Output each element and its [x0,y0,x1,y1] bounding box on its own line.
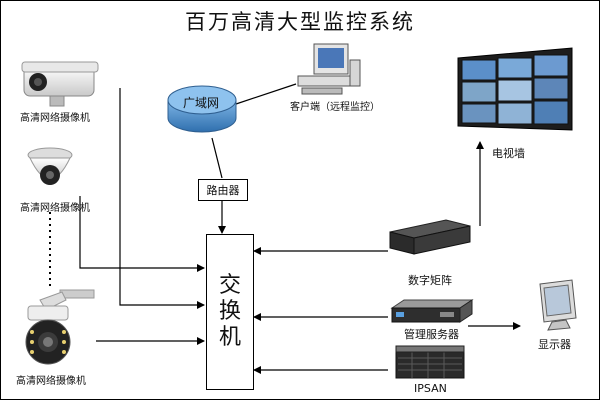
tv-wall-icon [457,47,573,131]
ipsan-storage-icon [395,345,465,379]
digital-matrix-icon [389,219,471,255]
camera2-link [79,196,205,272]
client-computer-icon [297,43,361,95]
wan-cloud-icon [167,85,237,133]
matrix-label: 数字矩阵 [408,274,452,287]
camera1-link [119,88,205,309]
management-server-icon [390,299,474,323]
switch-box: 交 换 机 [206,234,254,390]
wan-client-link [235,83,297,105]
diagram-title: 百万高清大型监控系统 [185,10,415,34]
camera-label: 高清网络摄像机 [16,376,86,387]
connection-lines [49,83,521,374]
switch-char: 换 [218,299,241,324]
storage-label: IPSAN [414,382,447,395]
router-label: 路由器 [206,184,240,197]
wan-label: 广域网 [183,96,220,110]
dome-camera-icon [27,147,73,185]
wan-router-link [211,137,223,179]
switch-char: 交 [218,273,241,298]
display-monitor-icon [539,279,577,331]
ptz-camera-icon [25,289,95,365]
tv-wall-label: 电视墙 [492,147,525,160]
router-box: 路由器 [198,179,248,201]
client-label: 客户端（远程监控） [290,102,380,113]
bullet-camera-icon [21,61,99,107]
server-label: 管理服务器 [404,328,459,341]
display-label: 显示器 [538,338,571,351]
camera-label: 高清网络摄像机 [20,203,90,214]
camera-label: 高清网络摄像机 [20,113,90,124]
switch-char: 机 [218,325,241,350]
